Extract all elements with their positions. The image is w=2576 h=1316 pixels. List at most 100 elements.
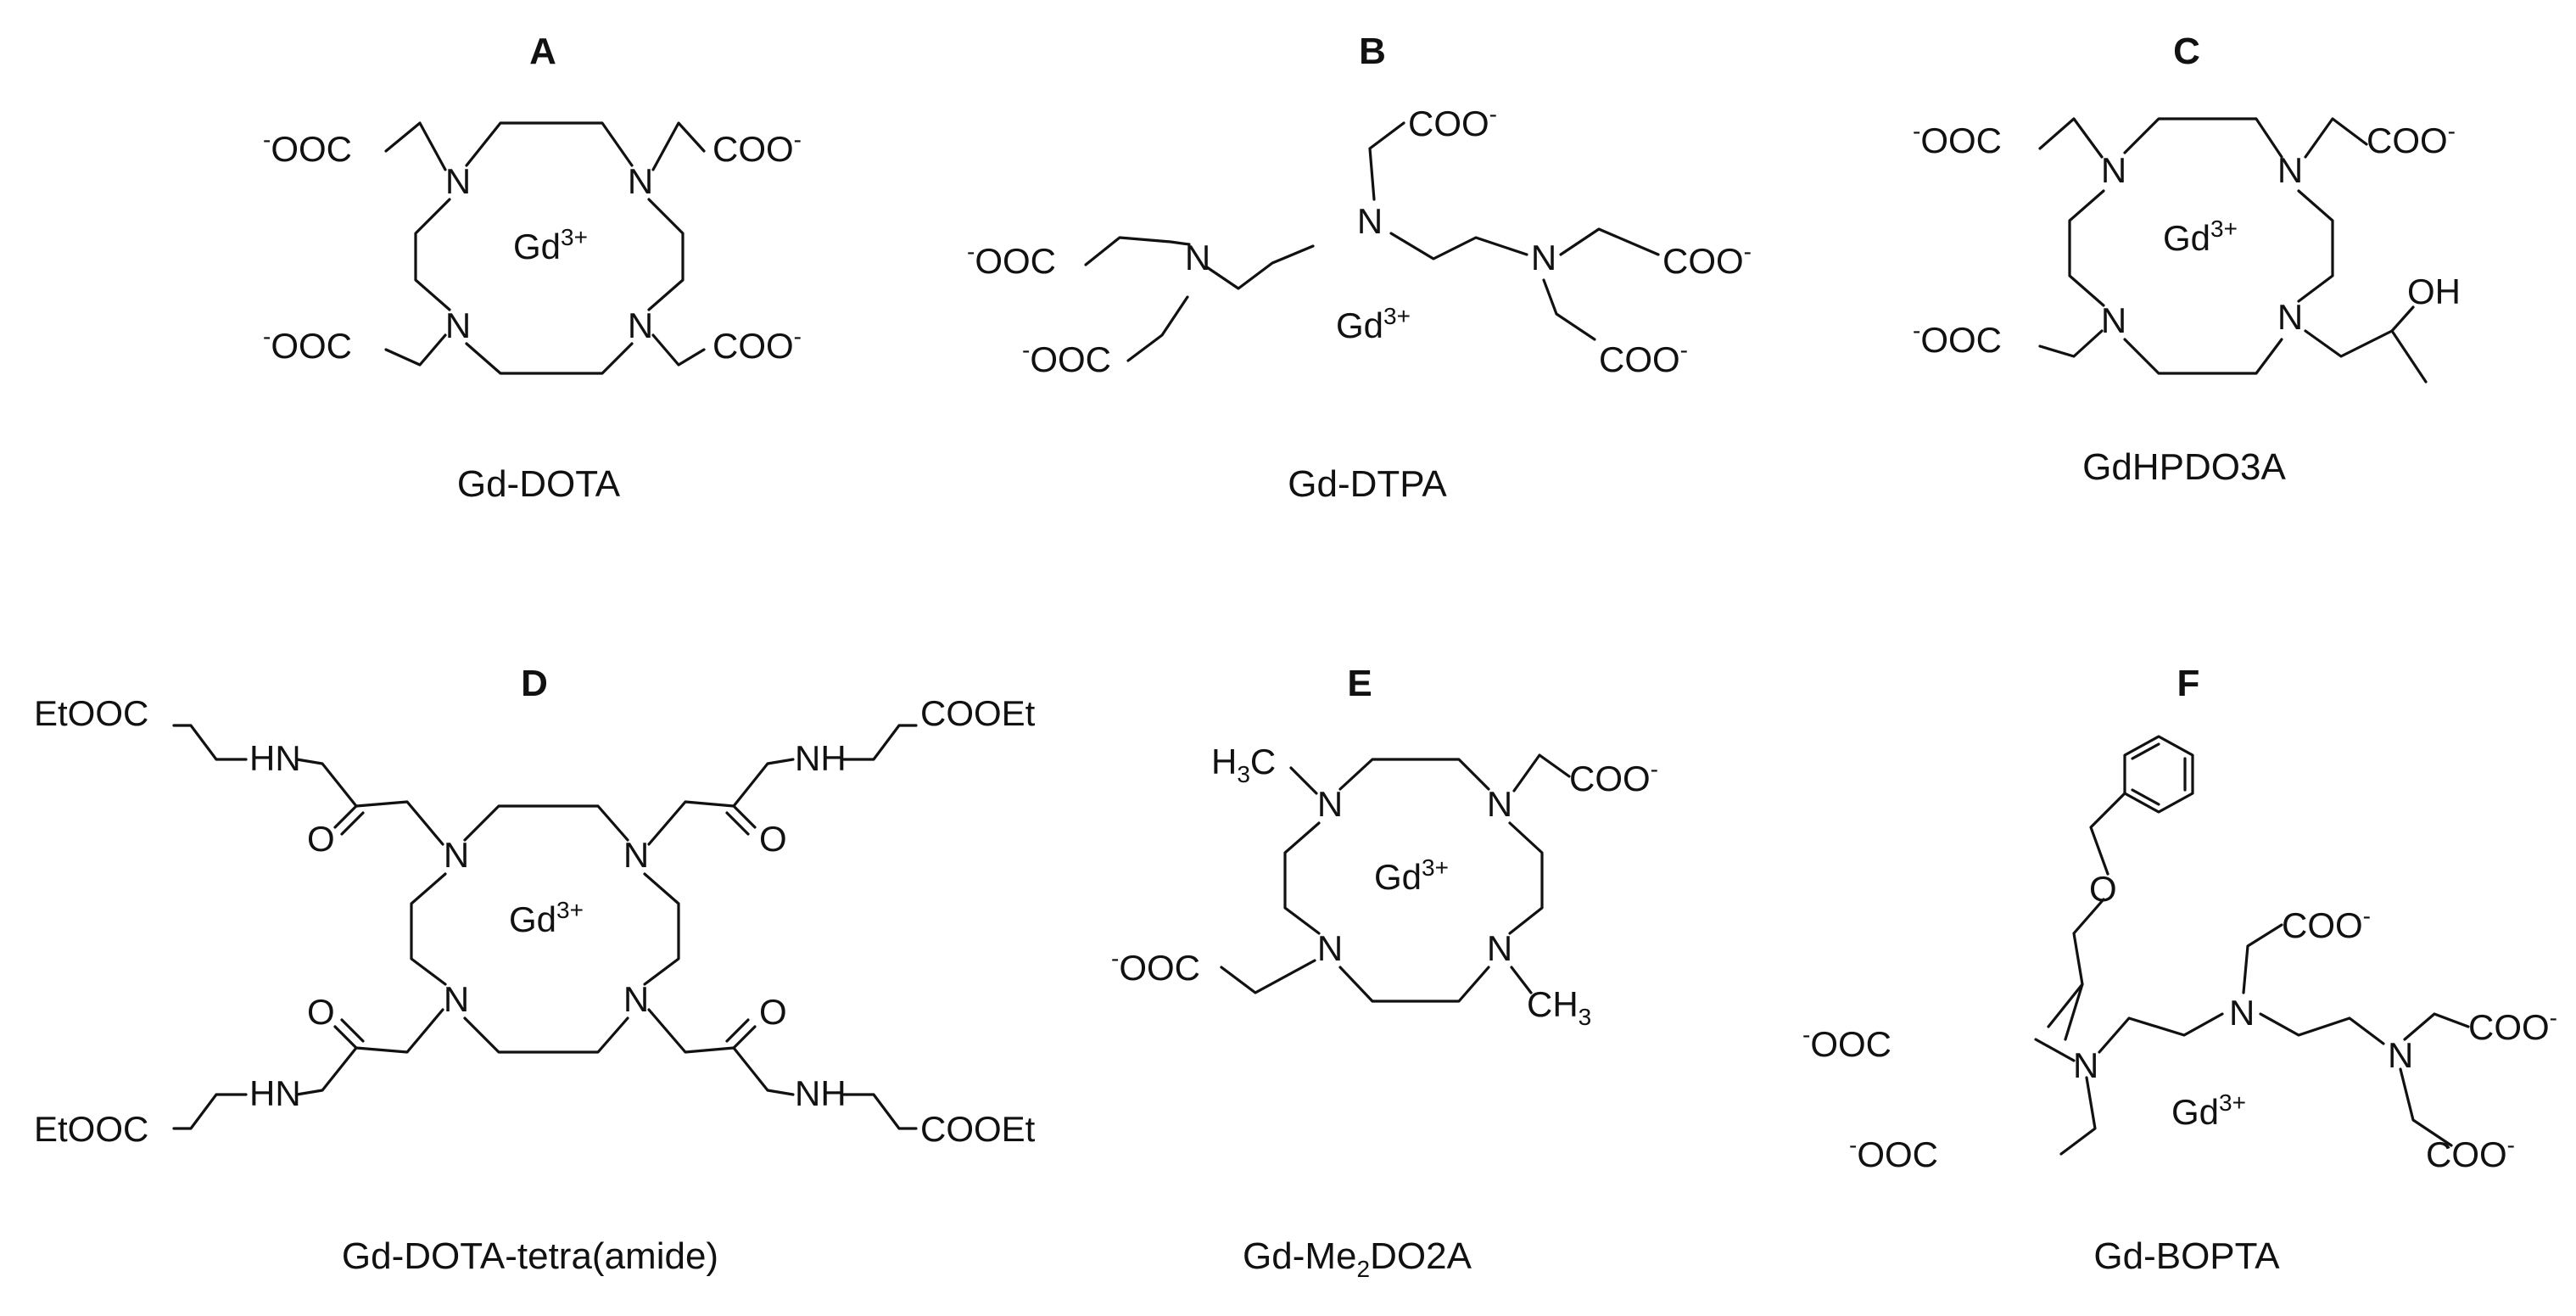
ring-bond-right <box>647 198 685 311</box>
carboxylate-group: COO- <box>2468 1005 2557 1047</box>
panel-f-label: F <box>2177 663 2200 704</box>
carboxylate-bond <box>2034 1038 2076 1062</box>
gadolinium-ion: Gd3+ <box>509 897 584 939</box>
gadolinium-ion: Gd3+ <box>513 224 588 266</box>
panel-b: B N N N COO- -OOC -OOC COO- COO- Gd3+ Gd… <box>967 31 1752 505</box>
nitrogen-atom: N <box>2277 150 2303 190</box>
carboxylate-group: -OOC <box>1111 945 1200 988</box>
amine-group: HN <box>249 738 301 778</box>
panel-e-caption: Gd-Me2DO2A <box>1243 1235 1472 1282</box>
carboxylate-group: COO- <box>2282 903 2371 945</box>
ring-bond-right <box>1508 821 1544 935</box>
arm-bond <box>2059 1076 2097 1156</box>
panel-f-caption: Gd-BOPTA <box>2093 1235 2280 1277</box>
nitrogen-atom: N <box>2101 150 2126 190</box>
panel-e-label: E <box>1347 663 1372 704</box>
oxygen-atom: O <box>307 992 335 1032</box>
carboxylate-group: -OOC <box>1849 1132 1938 1174</box>
panel-c-label: C <box>2173 31 2200 72</box>
gadolinium-ion: Gd3+ <box>2171 1089 2246 1132</box>
ring-bond-bottom <box>1338 966 1490 1003</box>
panel-c-caption: GdHPDO3A <box>2082 446 2286 488</box>
ring-bond-bottom <box>463 1016 629 1054</box>
carbonyl-bond <box>732 1025 757 1050</box>
carboxylate-group: COO- <box>2426 1132 2515 1174</box>
panel-c: C N N N N -OOC COO- -OOC OH Gd3+ GdHPDO3… <box>1913 31 2461 488</box>
methyl-group: CH3 <box>1527 984 1591 1030</box>
ring-bond-right <box>2297 189 2334 303</box>
carbonyl-bond <box>340 811 365 836</box>
ester-arm-bond <box>842 1093 918 1130</box>
carboxylate-group: COO- <box>1599 337 1688 379</box>
hydroxypropyl-bond <box>2304 329 2428 384</box>
arm-bond <box>2038 329 2104 358</box>
panel-e: E N N N N H3C COO- -OOC CH3 Gd3+ Gd-Me2D… <box>1111 663 1658 1282</box>
ring-bond-bottom <box>2123 338 2283 375</box>
methyl-bond <box>1289 766 1318 795</box>
nitrogen-atom: N <box>1487 784 1512 824</box>
arm-bond <box>651 121 706 171</box>
arm-bond <box>1220 959 1316 994</box>
nitrogen-atom: N <box>2073 1045 2098 1085</box>
carboxylate-group: -OOC <box>1913 317 2002 360</box>
arm-bond <box>2304 117 2368 159</box>
arm-bond <box>384 333 447 367</box>
panel-d-label: D <box>521 663 548 704</box>
oxygen-atom: O <box>307 819 335 859</box>
carboxylate-group: -OOC <box>1022 337 1111 379</box>
nitrogen-atom: N <box>1531 238 1556 277</box>
ring-bond-top <box>465 121 634 167</box>
arm-bond <box>2399 1067 2453 1147</box>
nitrogen-atom: N <box>2388 1035 2413 1075</box>
nitrogen-atom: N <box>444 835 469 875</box>
carboxylate-group: -OOC <box>967 238 1056 281</box>
arm-bond <box>1126 295 1189 362</box>
backbone-bond <box>1205 244 1315 290</box>
panel-d: D N N N N O O O O HN NH HN <box>34 663 1036 1277</box>
nitrogen-atom: N <box>1317 784 1343 824</box>
benzene-ring <box>2123 735 2194 814</box>
backbone-bond <box>2098 1012 2224 1054</box>
ether-bond <box>2064 898 2105 1041</box>
oxygen-atom: O <box>759 819 787 859</box>
arm-bond <box>651 333 706 367</box>
carbonyl-bond <box>340 1018 365 1043</box>
panel-a-caption: Gd-DOTA <box>457 463 621 505</box>
panel-f: F O N N N COO- -OOC -OOC COO- COO- Gd3+ … <box>1802 663 2557 1277</box>
nitrogen-atom: N <box>444 979 469 1019</box>
methyl-group: H3C <box>1211 742 1276 787</box>
panel-a: A N N N N -OOC COO- -OOC COO- Gd3+ Gd-DO… <box>263 31 802 505</box>
oxygen-atom: O <box>2089 869 2117 909</box>
aromatic-bond <box>2131 788 2160 806</box>
arm-bond <box>2242 923 2283 994</box>
ester-group: EtOOC <box>34 1109 148 1149</box>
carbonyl-bond <box>333 1025 358 1050</box>
carboxylate-group: COO- <box>1408 101 1497 143</box>
benzyl-bond <box>2089 792 2126 876</box>
nitrogen-atom: N <box>623 835 649 875</box>
carboxylate-group: COO- <box>712 323 802 366</box>
ring-bond-bottom <box>465 342 634 375</box>
arm-bond <box>1084 236 1191 266</box>
hydroxyl-group: OH <box>2407 272 2461 311</box>
ester-group: COOEt <box>920 693 1036 733</box>
panel-b-label: B <box>1359 31 1386 72</box>
ring-bond-left <box>414 198 451 311</box>
hydroxyl-bond <box>2390 305 2415 333</box>
nitrogen-atom: N <box>628 161 653 201</box>
ring-bond-top <box>1338 758 1490 791</box>
panel-d-caption: Gd-DOTA-tetra(amide) <box>342 1235 718 1277</box>
carboxylate-group: COO- <box>2366 118 2456 160</box>
backbone-bond <box>2047 983 2084 1028</box>
carboxylate-group: COO- <box>1569 756 1658 798</box>
gadolinium-ion: Gd3+ <box>1374 854 1449 897</box>
arm-bond <box>1542 278 1596 341</box>
carbonyl-bond <box>725 1018 750 1043</box>
ester-arm-bond <box>842 724 918 761</box>
nitrogen-atom: N <box>1185 238 1210 277</box>
ring-bond-top <box>463 804 629 842</box>
ring-bond-left <box>410 872 447 986</box>
nitrogen-atom: N <box>2101 300 2126 340</box>
amine-group: NH <box>795 738 847 778</box>
